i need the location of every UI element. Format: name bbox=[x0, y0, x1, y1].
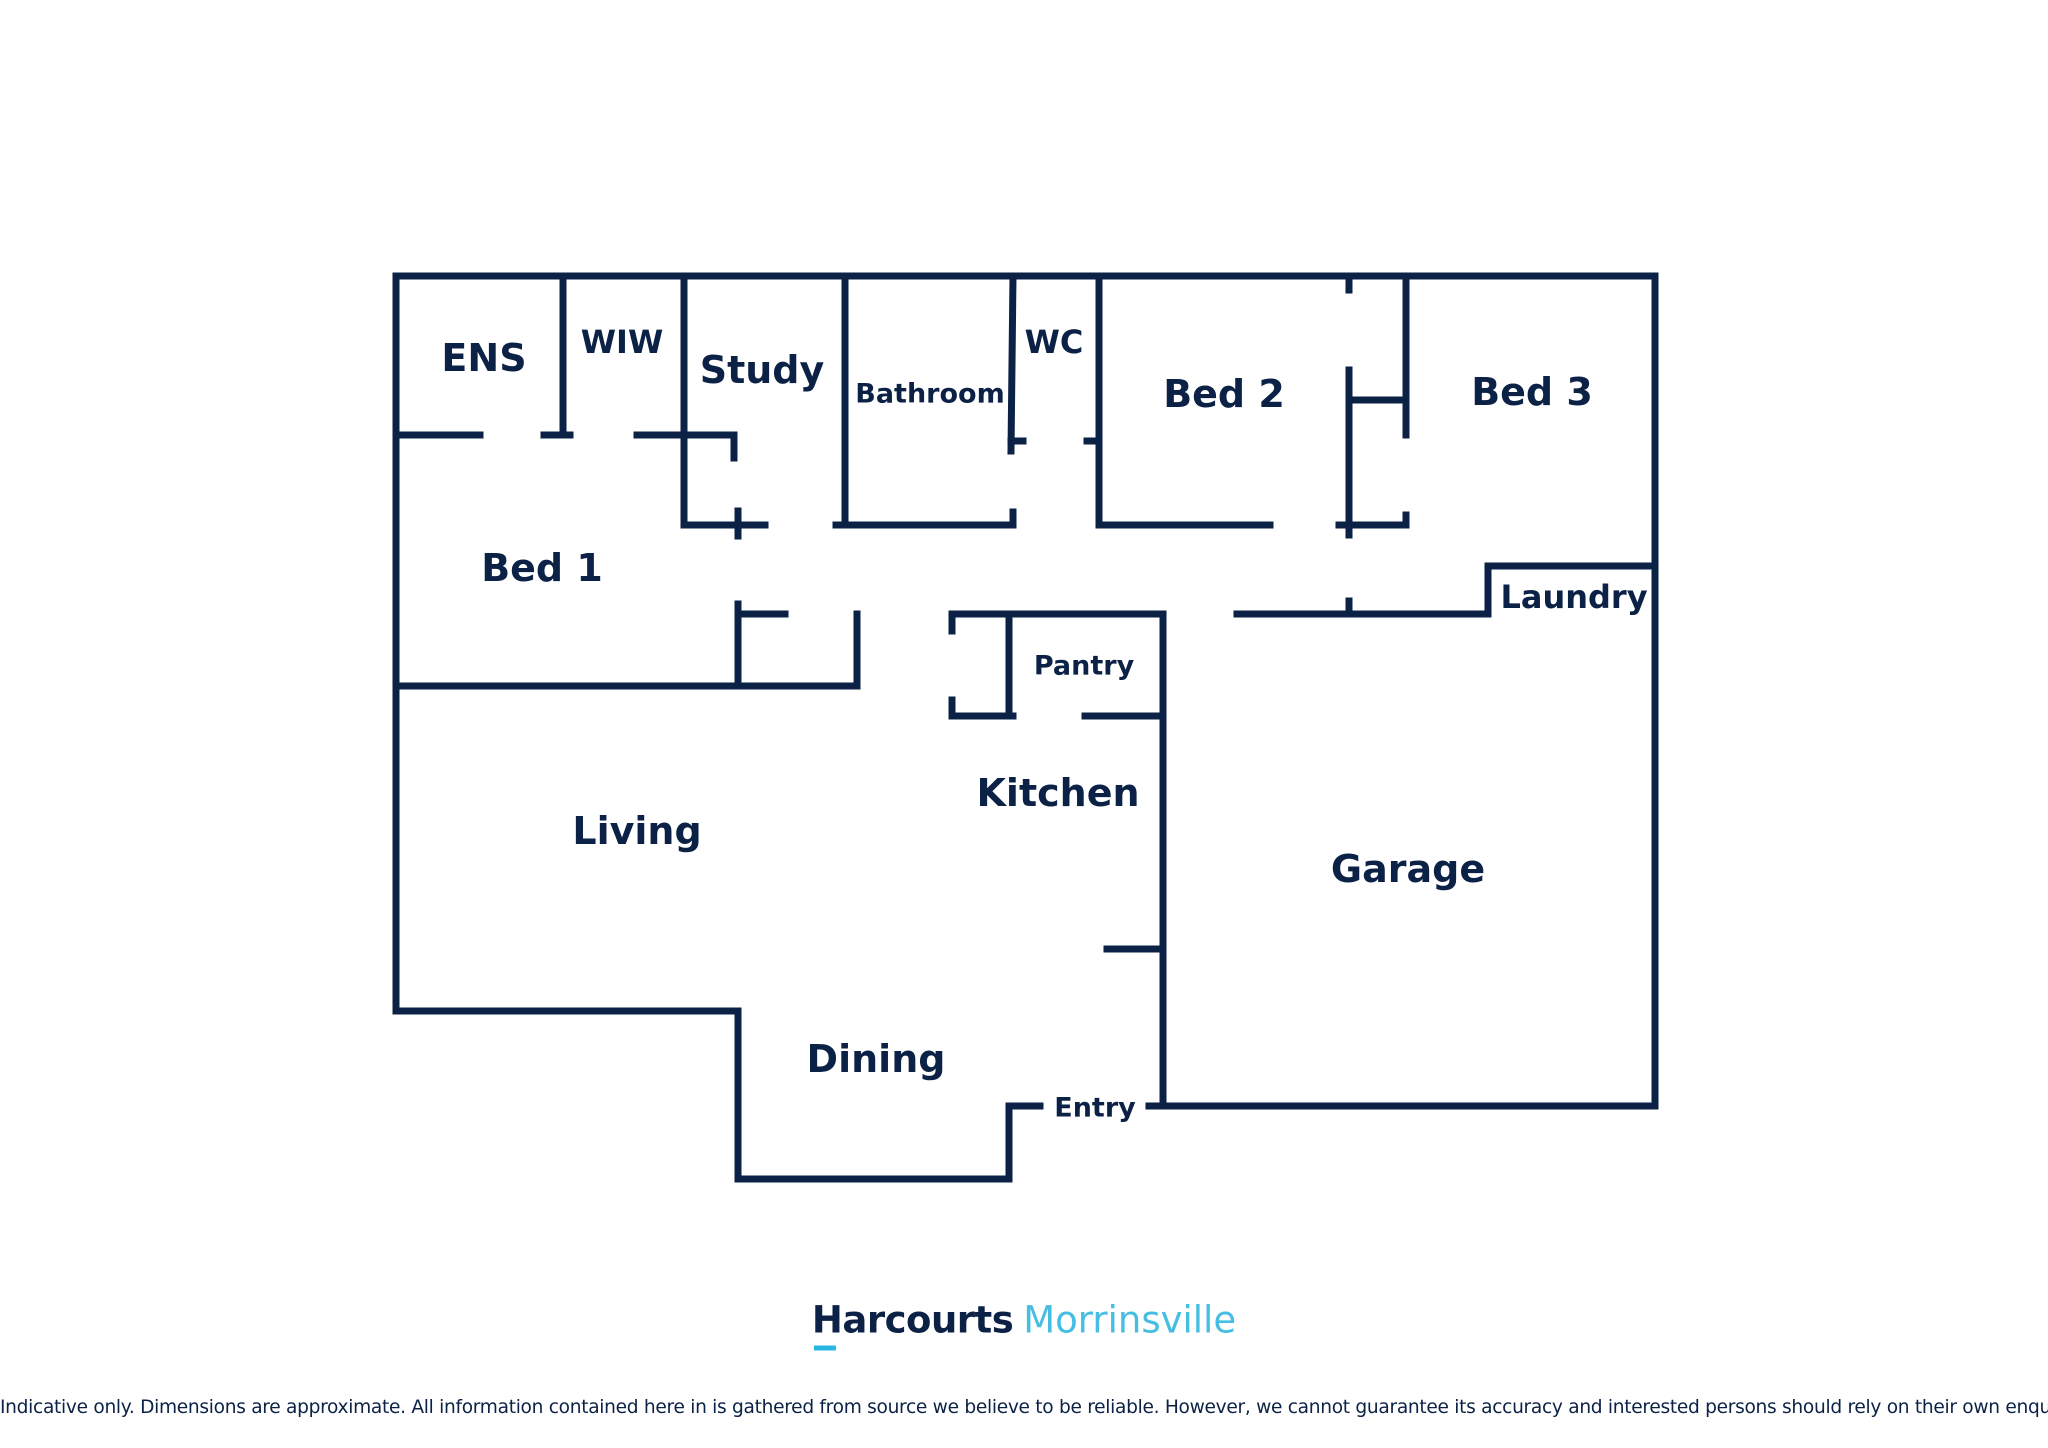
walls bbox=[392, 272, 1659, 1183]
room-label-laundry: Laundry bbox=[1500, 578, 1648, 616]
room-label-bed2: Bed 2 bbox=[1163, 372, 1285, 416]
room-label-living: Living bbox=[572, 809, 702, 853]
room-label-bathroom: Bathroom bbox=[855, 378, 1005, 410]
logo-brand: Harcourts bbox=[811, 1298, 1014, 1342]
room-label-wc: WC bbox=[1024, 323, 1084, 361]
disclaimer: Indicative only. Dimensions are approxim… bbox=[0, 1397, 2048, 1418]
room-label-garage: Garage bbox=[1330, 847, 1486, 891]
room-label-bed1: Bed 1 bbox=[481, 546, 603, 590]
logo-office: Morrinsville bbox=[1023, 1298, 1237, 1342]
room-label-bed3: Bed 3 bbox=[1471, 370, 1593, 414]
room-label-study: Study bbox=[699, 348, 825, 392]
wall-segment bbox=[1007, 272, 1017, 455]
room-label-dining: Dining bbox=[806, 1037, 946, 1081]
room-label-ens: ENS bbox=[441, 336, 527, 380]
room-label-pantry: Pantry bbox=[1033, 650, 1135, 682]
room-label-wiw: WIW bbox=[580, 323, 664, 361]
room-label-entry: Entry bbox=[1054, 1092, 1136, 1124]
room-label-kitchen: Kitchen bbox=[976, 771, 1140, 815]
